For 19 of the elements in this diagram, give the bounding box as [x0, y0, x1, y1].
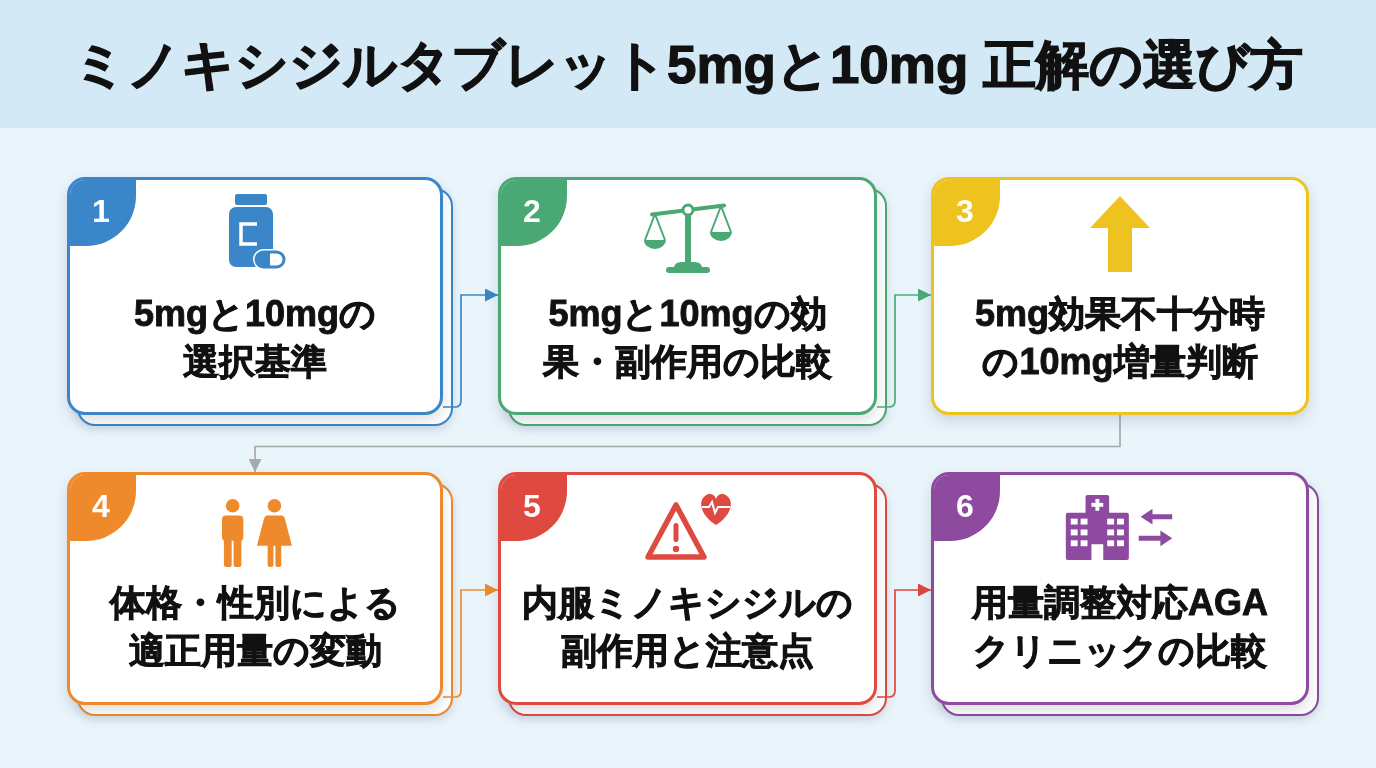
- step-card: [67, 177, 443, 415]
- step-title: 体格・性別による適正用量の変動: [108, 581, 402, 673]
- connector-arrow: [248, 414, 1121, 473]
- step-card: [67, 472, 443, 705]
- step-card: [498, 472, 877, 705]
- step-card: [498, 177, 877, 415]
- step-title: 5mg効果不十分時の10mg増量判断: [974, 292, 1266, 384]
- step-number-badge: 1: [70, 180, 136, 246]
- step-number-badge: 2: [501, 180, 567, 246]
- step-number-badge: 3: [934, 180, 1000, 246]
- step-number-badge: 6: [934, 475, 1000, 541]
- step-number-badge: 5: [501, 475, 567, 541]
- step-title: 内服ミノキシジルの副作用と注意点: [521, 581, 854, 673]
- step-card: [931, 472, 1309, 705]
- step-card: [931, 177, 1309, 415]
- step-title: 用量調整対応AGAクリニックの比較: [971, 581, 1269, 673]
- step-number-badge: 4: [70, 475, 136, 541]
- step-title: 5mgと10mgの選択基準: [132, 292, 378, 384]
- step-title: 5mgと10mgの効果・副作用の比較: [542, 292, 833, 384]
